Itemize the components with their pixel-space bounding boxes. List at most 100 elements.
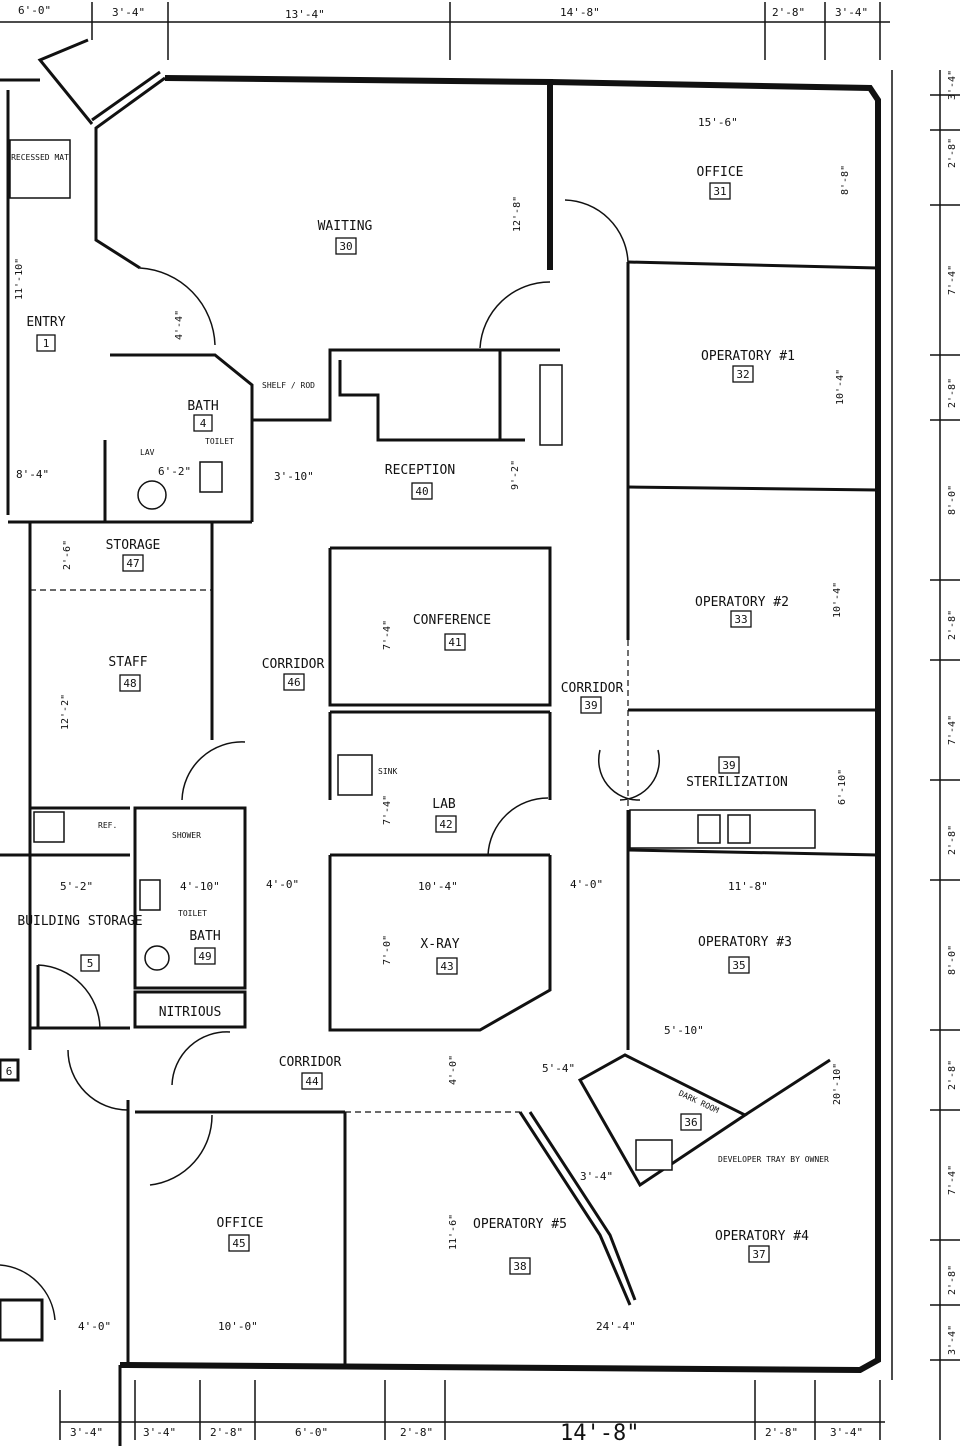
lavatory-49 [144, 945, 170, 971]
dim-bath-width: 4'-10" [180, 880, 220, 893]
door-swings [0, 199, 661, 1321]
dim-right-8: 8'-0" [947, 945, 958, 975]
toilet-note: TOILET [205, 437, 234, 446]
dim-bottom-6: 2'-8" [765, 1426, 798, 1439]
room-name: STORAGE [106, 538, 161, 553]
dim-reception-left: 3'-10" [274, 470, 314, 483]
dim-right-7: 2'-8" [947, 825, 958, 855]
dim-bath-lav: 6'-2" [158, 465, 191, 478]
dim-bottom-4: 2'-8" [400, 1426, 433, 1439]
dim-reception-depth: 9'-2" [510, 460, 521, 490]
dim-right-12: 3'-4" [947, 1325, 958, 1355]
recessed-mat [9, 139, 71, 199]
dim-waiting-depth: 12'-8" [512, 196, 523, 232]
room-number: 35 [732, 959, 745, 972]
dim-top-2: 13'-4" [285, 8, 325, 21]
room-name: BATH [189, 929, 220, 944]
room-number: 43 [440, 960, 453, 973]
room-name: CORRIDOR [262, 657, 325, 672]
room-number: 33 [734, 613, 747, 626]
room-name: BATH [187, 399, 218, 414]
sink-basin [697, 814, 721, 844]
room-number: 42 [439, 818, 452, 831]
room-name: CORRIDOR [279, 1055, 342, 1070]
dim-corridor-width-b: 4'-0" [570, 878, 603, 891]
shelf-rod-note: SHELF / ROD [262, 381, 315, 390]
room-name: WAITING [318, 219, 373, 234]
lav-note: LAV [140, 448, 155, 457]
dim-office45-left: 4'-0" [78, 1320, 111, 1333]
room-number: 40 [415, 485, 428, 498]
dim-op4-depth: 20'-10" [832, 1063, 843, 1105]
bottom-dimension-string: 3'-4" 3'-4" 2'-8" 6'-0" 2'-8" 14'-8" 2'-… [59, 1380, 885, 1446]
dim-lab-depth: 7'-4" [382, 795, 393, 825]
top-dimension-string: 6'-0" 3'-4" 13'-4" 14'-8" 2'-8" 3'-4" [0, 2, 890, 60]
toilet-49 [139, 879, 161, 911]
room-name: X-RAY [420, 937, 459, 952]
sink-basin [727, 814, 751, 844]
toilet-4 [199, 461, 223, 493]
dim-xray-width: 10'-4" [418, 880, 458, 893]
interior-dimensions: 15'-6" 8'-8" 12'-8" 11'-10" 4'-4" 3'-10"… [14, 116, 851, 1333]
dim-right-10: 7'-4" [947, 1165, 958, 1195]
room-name: STERILIZATION [686, 775, 788, 790]
room-number: 38 [513, 1260, 526, 1273]
dim-bottom-0: 3'-4" [70, 1426, 103, 1439]
dim-right-3: 2'-8" [947, 378, 958, 408]
shower-note: SHOWER [172, 831, 201, 840]
exterior-walls [0, 38, 881, 1446]
room-name: LAB [432, 797, 456, 812]
dim-op5-depth: 11'-6" [448, 1214, 459, 1250]
dim-top-1: 3'-4" [112, 6, 145, 19]
room-number: 39 [584, 699, 597, 712]
recessed-mat-label: RECESSED MAT [11, 153, 69, 162]
developer-tray [635, 1139, 673, 1171]
room-name: OPERATORY #1 [701, 349, 795, 364]
dim-office-depth: 8'-8" [840, 165, 851, 195]
dim-top-5: 3'-4" [835, 6, 868, 19]
dim-right-11: 2'-8" [947, 1265, 958, 1295]
dim-right-4: 8'-0" [947, 485, 958, 515]
dim-darkroom-side: 3'-4" [580, 1170, 613, 1183]
room-number: 48 [123, 677, 136, 690]
room-number: 32 [736, 368, 749, 381]
dim-entry-width: 8'-4" [16, 468, 49, 481]
dim-bottom-1: 3'-4" [143, 1426, 176, 1439]
room-name: RECEPTION [385, 463, 455, 478]
dim-right-6: 7'-4" [947, 715, 958, 745]
dim-storage-depth: 2'-6" [62, 540, 73, 570]
dim-op3-angle: 5'-10" [664, 1024, 704, 1037]
room-name: CORRIDOR [561, 681, 624, 696]
dim-top-0: 6'-0" [18, 4, 51, 17]
nitrous-closet [133, 990, 247, 1029]
room-name: OPERATORY #4 [715, 1229, 809, 1244]
dim-top-4: 2'-8" [772, 6, 805, 19]
interior-walls [0, 260, 879, 1365]
dim-darkroom-angle: 5'-4" [542, 1062, 575, 1075]
room-number: 44 [305, 1075, 319, 1088]
dim-top-3: 14'-8" [560, 6, 600, 19]
room-number: 31 [713, 185, 726, 198]
dim-right-2: 7'-4" [947, 265, 958, 295]
room-number: 46 [287, 676, 300, 689]
dim-right-5: 2'-8" [947, 610, 958, 640]
room-number: 1 [43, 337, 50, 350]
dim-corridor44-depth: 4'-0" [448, 1055, 459, 1085]
dim-right-9: 2'-8" [947, 1060, 958, 1090]
dim-op1-depth: 10'-4" [835, 369, 846, 405]
developer-tray-note: DEVELOPER TRAY BY OWNER [718, 1155, 829, 1164]
refrigerator [33, 811, 65, 843]
ref-note: REF. [98, 821, 117, 830]
room-number: 36 [684, 1116, 697, 1129]
room-number: 45 [232, 1237, 245, 1250]
dim-right-1: 2'-8" [947, 138, 958, 168]
room-number: 30 [339, 240, 352, 253]
partial-room-tag [0, 1058, 20, 1082]
dim-bottom-5: 14'-8" [560, 1421, 639, 1446]
toilet-note-49: TOILET [178, 909, 207, 918]
dim-bottom-7: 3'-4" [830, 1426, 863, 1439]
dim-bath-door: 4'-4" [174, 310, 185, 340]
sterilization-counter [629, 809, 816, 849]
dim-sterilization-depth: 6'-10" [837, 769, 848, 805]
